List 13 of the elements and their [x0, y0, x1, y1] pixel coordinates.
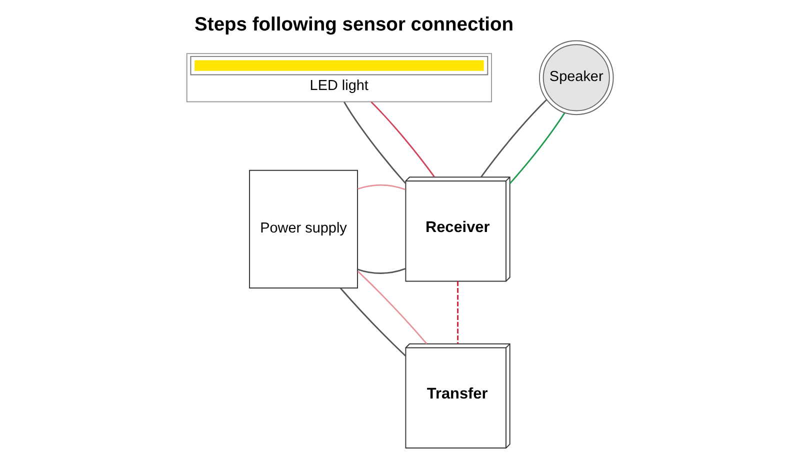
- connector: [358, 268, 406, 274]
- connector: [370, 102, 435, 178]
- connector: [480, 99, 548, 178]
- connector: [509, 112, 566, 184]
- node-box: Power supply: [249, 170, 358, 288]
- connector: [358, 184, 406, 190]
- connector: [344, 102, 406, 184]
- diagram-title: Steps following sensor connection: [194, 14, 514, 36]
- node-circle: Speaker: [538, 40, 614, 116]
- node-box: LED light: [186, 53, 492, 102]
- connector: [457, 281, 458, 344]
- connector: [340, 288, 406, 356]
- connector: [357, 270, 428, 344]
